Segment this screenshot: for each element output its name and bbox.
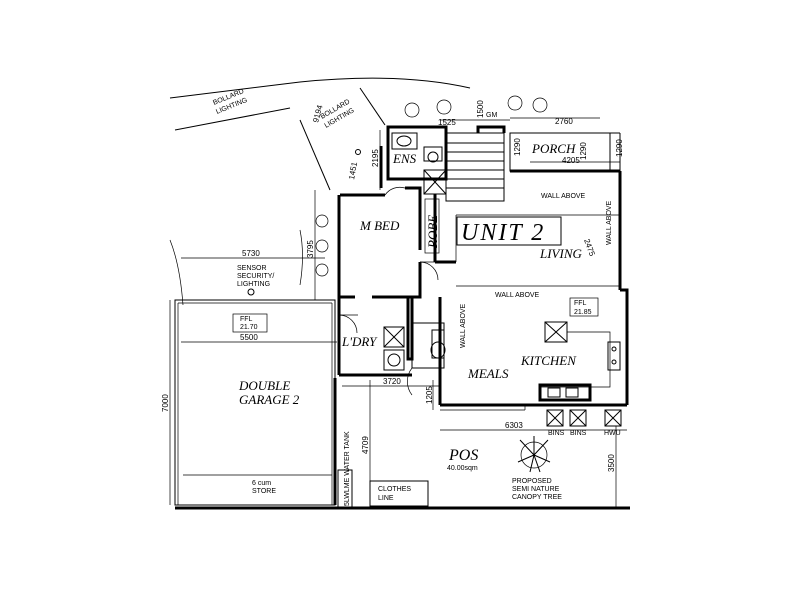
room-label-porch: PORCH <box>531 141 576 156</box>
ffl-value-2: 21.85 <box>574 309 592 316</box>
dim-5730: 5730 <box>242 249 260 258</box>
sensor-label-3: LIGHTING <box>237 281 270 288</box>
store-label-2: STORE <box>252 488 276 495</box>
dim-2760: 2760 <box>555 117 573 126</box>
clothes-line-label-1: CLOTHES <box>378 486 411 493</box>
plan-linework <box>169 77 630 510</box>
dim-1290-b: 1290 <box>579 142 588 160</box>
wall-above-kitchen: WALL ABOVE <box>495 292 540 299</box>
wall-above-porch: WALL ABOVE <box>541 193 586 200</box>
tree-label-2: SEMI NATURE <box>512 486 560 493</box>
tree-icon <box>517 436 551 473</box>
dim-6303: 6303 <box>505 421 523 430</box>
dim-3500: 3500 <box>607 454 616 472</box>
hwu-label: HWU <box>604 430 621 437</box>
dim-1451: 1451 <box>347 161 359 181</box>
gm-label: GM <box>486 112 497 119</box>
dim-3720: 3720 <box>383 377 401 386</box>
dim-5500: 5500 <box>240 333 258 342</box>
bins-label-1: BINS <box>548 430 565 437</box>
bins-label-2: BINS <box>570 430 587 437</box>
shrub-icons <box>315 95 548 277</box>
room-label-garage-2: GARAGE 2 <box>239 392 300 407</box>
dim-2475: 2475 <box>582 238 597 258</box>
dim-4205: 4205 <box>562 156 580 165</box>
dim-4709: 4709 <box>361 436 370 454</box>
annotation-labels: 40.00sqm 6 cum STORE CLOTHES LINE 5LWLME… <box>212 88 621 506</box>
sensor-label-1: SENSOR <box>237 265 267 272</box>
clothes-line-label-2: LINE <box>378 495 394 502</box>
sensor-label-2: SECURITY/ <box>237 273 274 280</box>
pos-area: 40.00sqm <box>447 465 478 472</box>
dim-1500: 1500 <box>476 100 485 118</box>
wall-above-meals: WALL ABOVE <box>460 303 467 348</box>
tree-label-3: CANOPY TREE <box>512 494 562 501</box>
ffl-label-2: FFL <box>574 300 587 307</box>
wall-above-living: WALL ABOVE <box>606 200 613 245</box>
room-label-robe: ROBE <box>425 215 440 249</box>
room-label-kitchen: KITCHEN <box>520 353 577 368</box>
tree-label-1: PROPOSED <box>512 478 552 485</box>
ffl-value-1: 21.70 <box>240 324 258 331</box>
room-label-meals: MEALS <box>467 366 509 381</box>
room-labels: UNIT 2 M BED ROBE ENS PORCH LIVING KITCH… <box>238 141 583 464</box>
dim-1290-c: 1290 <box>615 139 624 157</box>
ffl-label-1: FFL <box>240 316 253 323</box>
room-label-laundry: L'DRY <box>341 334 378 349</box>
water-tank-label: 5LWLME WATER TANK <box>344 431 351 506</box>
room-label-m-bed: M BED <box>359 218 400 233</box>
room-label-ens: ENS <box>392 151 417 166</box>
unit-title: UNIT 2 <box>461 220 545 246</box>
dim-1525: 1525 <box>438 118 456 127</box>
room-label-garage-1: DOUBLE <box>238 378 290 393</box>
dim-7000: 7000 <box>161 394 170 412</box>
store-label-1: 6 cum <box>252 480 271 487</box>
ffl-box-2 <box>569 297 599 317</box>
unit-title-box <box>456 216 562 246</box>
room-label-pos: POS <box>448 447 478 464</box>
dim-3795: 3795 <box>306 240 315 258</box>
room-label-living: LIVING <box>539 246 583 261</box>
bollard-light-icon <box>355 149 361 155</box>
sensor-light-icon <box>247 288 255 296</box>
dim-1205: 1205 <box>425 386 434 404</box>
dim-1290-a: 1290 <box>513 138 522 156</box>
dim-2195: 2195 <box>371 149 380 167</box>
